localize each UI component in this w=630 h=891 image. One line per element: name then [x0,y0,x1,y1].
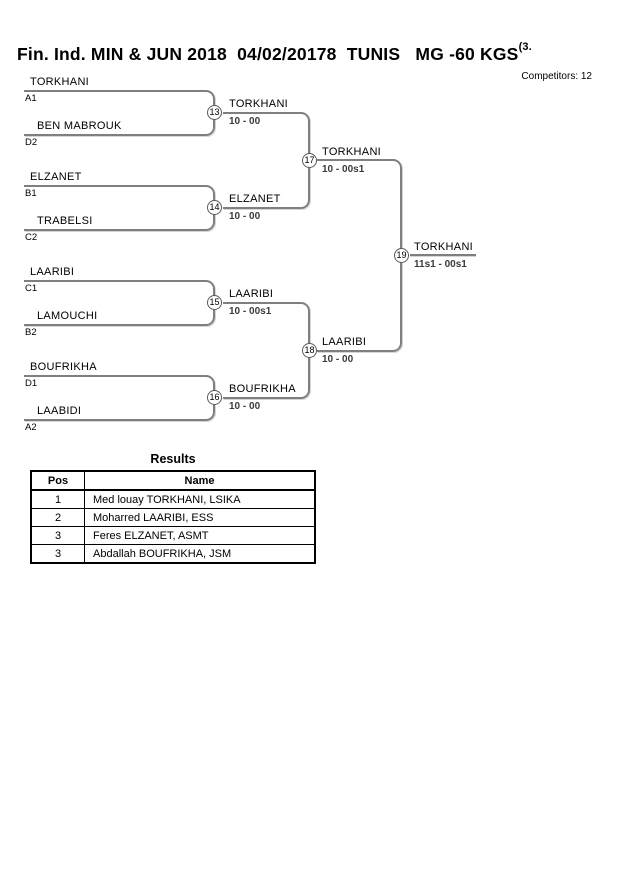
player-name: LAMOUCHI [37,310,98,322]
player-name: ELZANET [30,171,82,183]
seed-label: B2 [25,327,37,338]
table-row: 3 Feres ELZANET, ASMT [30,526,316,545]
result-pos: 3 [30,526,85,545]
match-score: 10 - 00 [229,401,261,412]
winner-name: ELZANET [229,193,281,205]
match-number-badge: 14 [207,200,222,215]
seed-label: A2 [25,422,37,433]
match-score: 10 - 00s1 [322,164,365,175]
player-name: BEN MABROUK [37,120,122,132]
match-number-badge: 19 [394,248,409,263]
page-title: Fin. Ind. MIN & JUN 2018 04/02/20178 TUN… [17,41,532,65]
match-number-badge: 15 [207,295,222,310]
result-pos: 3 [30,544,85,564]
result-name: Abdallah BOUFRIKHA, JSM [84,544,316,564]
match-number-badge: 18 [302,343,317,358]
winner-name: BOUFRIKHA [229,383,296,395]
results-col-pos: Pos [30,470,85,491]
seed-label: C1 [25,283,38,294]
result-name: Moharred LAARIBI, ESS [84,508,316,527]
seed-label: B1 [25,188,37,199]
winner-name: TORKHANI [414,241,474,253]
match-number-badge: 17 [302,153,317,168]
results-table: Pos Name 1 Med louay TORKHANI, LSIKA 2 M… [30,470,316,564]
competitors-count: Competitors: 12 [521,71,592,82]
result-pos: 2 [30,508,85,527]
result-pos: 1 [30,489,85,509]
results-header-row: Pos Name [30,470,316,491]
table-row: 1 Med louay TORKHANI, LSIKA [30,489,316,509]
match-score: 10 - 00 [229,211,261,222]
match-number-badge: 13 [207,105,222,120]
table-row: 2 Moharred LAARIBI, ESS [30,508,316,527]
match-score: 10 - 00 [229,116,261,127]
champion-line [410,254,476,256]
match-number-badge: 16 [207,390,222,405]
results-col-name: Name [84,470,316,491]
semifinal-18-bracket [223,302,310,399]
final-19-bracket [317,159,402,352]
winner-name: TORKHANI [229,98,289,110]
seed-label: C2 [25,232,38,243]
seed-label: D1 [25,378,38,389]
semifinal-17-bracket [223,112,310,209]
player-name: LAARIBI [30,266,75,278]
seed-label: A1 [25,93,37,104]
player-name: LAABIDI [37,405,82,417]
title-superscript: (3. [518,41,532,53]
results-title: Results [150,452,196,466]
match-score: 11s1 - 00s1 [414,259,467,270]
winner-name: LAARIBI [322,336,367,348]
match-score: 10 - 00 [322,354,354,365]
table-row: 3 Abdallah BOUFRIKHA, JSM [30,544,316,564]
player-name: TRABELSI [37,215,93,227]
winner-name: LAARIBI [229,288,274,300]
match-score: 10 - 00s1 [229,306,272,317]
player-name: BOUFRIKHA [30,361,97,373]
seed-label: D2 [25,137,38,148]
player-name: TORKHANI [30,76,90,88]
result-name: Med louay TORKHANI, LSIKA [84,489,316,509]
winner-name: TORKHANI [322,146,382,158]
result-name: Feres ELZANET, ASMT [84,526,316,545]
page-title-text: Fin. Ind. MIN & JUN 2018 04/02/20178 TUN… [17,44,519,64]
